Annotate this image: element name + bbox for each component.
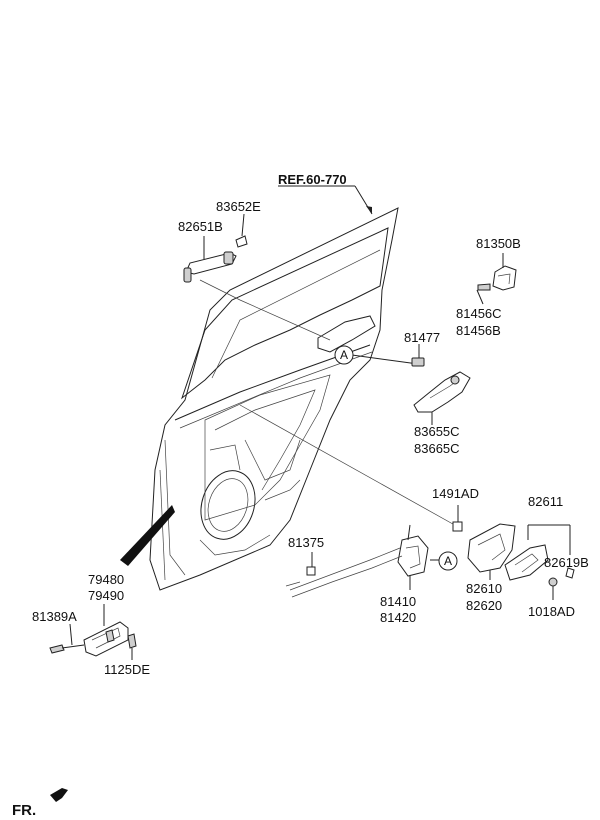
part-label-1491AD: 1491AD: [432, 486, 479, 501]
part-label-1018AD: 1018AD: [528, 604, 575, 619]
part-label-1125DE: 1125DE: [104, 662, 150, 677]
door-latch-assembly: [285, 524, 442, 598]
part-label-83655C: 83655C: [414, 424, 460, 439]
part-label-82619B: 82619B: [544, 555, 589, 570]
part-label-82610: 82610: [466, 581, 502, 596]
part-label-79490: 79490: [88, 588, 124, 603]
part-label-81420: 81420: [380, 610, 416, 625]
part-label-79480: 79480: [88, 572, 124, 587]
part-label-82651B: 82651B: [178, 219, 223, 234]
fastener-81477: [351, 344, 425, 367]
part-label-81477: 81477: [404, 330, 440, 345]
inside-handle-base: [467, 523, 516, 580]
part-label-81410: 81410: [380, 594, 416, 609]
callout-a-upper-label: A: [340, 348, 348, 362]
hinge-shading: [120, 505, 175, 566]
part-label-81350B: 81350B: [476, 236, 521, 251]
part-label-81375: 81375: [288, 535, 324, 550]
part-label-82620: 82620: [466, 598, 502, 613]
door-checker: [49, 604, 137, 660]
part-label-82611: 82611: [528, 494, 563, 509]
inside-handle-assembly: [413, 371, 471, 425]
handle-cover: [504, 524, 575, 600]
part-label-81389A: 81389A: [32, 609, 77, 624]
part-label-81456C: 81456C: [456, 306, 502, 321]
outside-handle: [183, 213, 248, 283]
front-direction-arrow-icon: [50, 788, 68, 802]
callout-a-lower: A: [438, 551, 458, 571]
callout-a-lower-label: A: [444, 554, 452, 568]
rear-door-panel: [149, 207, 461, 591]
callout-a-upper: A: [334, 345, 354, 365]
front-direction-label: FR.: [12, 802, 36, 819]
door-striker: [476, 253, 517, 305]
part-label-83665C: 83665C: [414, 441, 460, 456]
part-label-81456B: 81456B: [456, 323, 501, 338]
reference-callout: [278, 185, 373, 215]
clip-1491AD: [452, 505, 463, 532]
reference-label: REF.60-770: [278, 172, 347, 187]
part-label-83652E: 83652E: [216, 199, 261, 214]
